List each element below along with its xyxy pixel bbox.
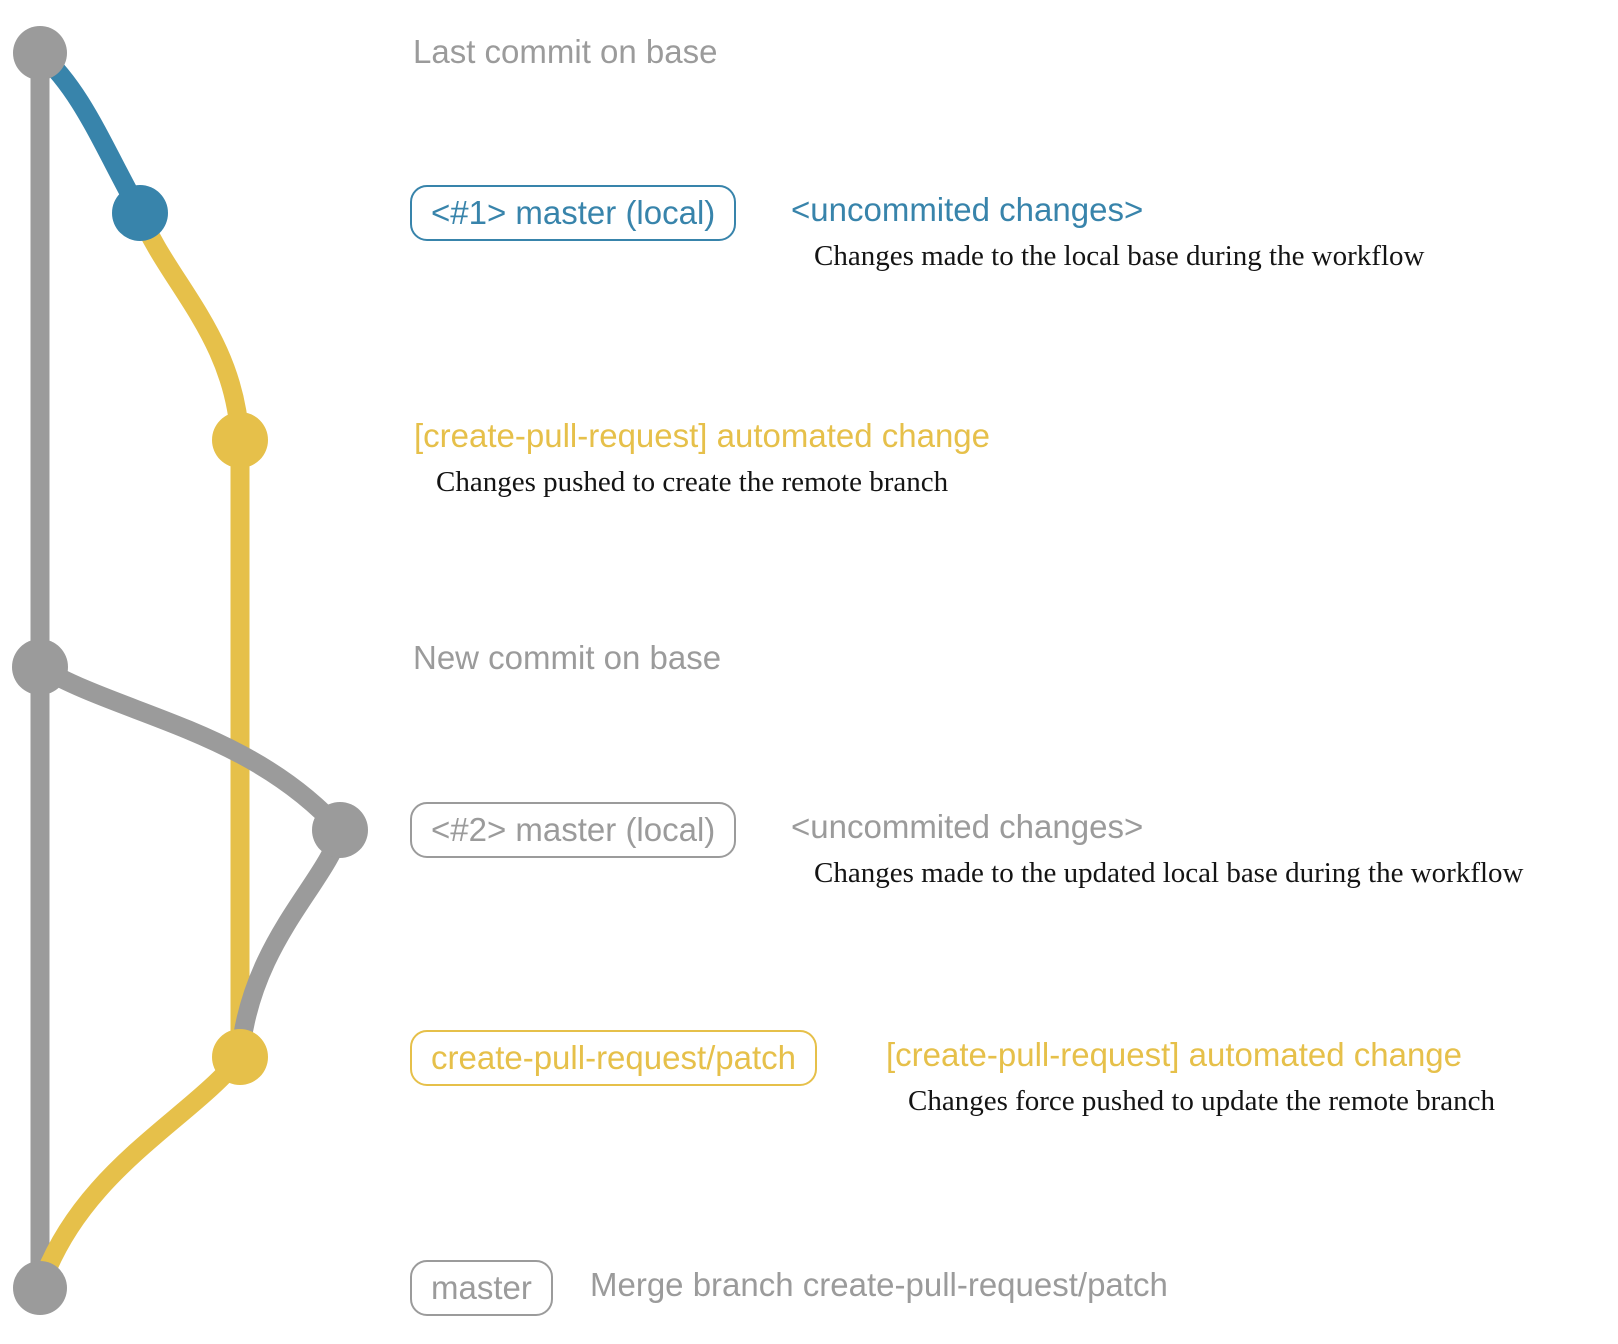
local-branch-2-return-line — [230, 827, 350, 1058]
branch-badge-master: master — [410, 1260, 553, 1316]
commit-message-uncommited-1: <uncommited changes> — [791, 191, 1144, 228]
commit-dot-new-base — [12, 639, 68, 695]
create-pull-request-branch-line — [131, 209, 250, 1057]
branch-badge-create-pull-request-patch: create-pull-request/patch — [410, 1030, 818, 1086]
branch-badge-master-local-2-label: <#2> master (local) — [431, 811, 716, 848]
branch-badge-master-local-1: <#1> master (local) — [410, 185, 737, 241]
commit-label-last-base: Last commit on base — [413, 33, 718, 70]
commit-message-cpr-1: [create-pull-request] automated change — [414, 417, 991, 454]
branch-badge-create-pull-request-patch-label: create-pull-request/patch — [431, 1039, 797, 1076]
commit-label-new-base: New commit on base — [413, 639, 722, 676]
branch-badge-master-label: master — [431, 1269, 532, 1306]
commit-note-uncommited-1: Changes made to the local base during th… — [814, 240, 1425, 272]
local-branch-1-line — [33, 46, 149, 218]
commit-dot-cpr-1 — [212, 412, 268, 468]
commit-dot-cpr-2 — [212, 1029, 268, 1085]
merge-line-create-pull-request-into-master — [31, 1051, 248, 1292]
commit-dot-merge — [13, 1261, 67, 1315]
commit-message-uncommited-2: <uncommited changes> — [791, 808, 1144, 845]
commit-message-merge: Merge branch create-pull-request/patch — [590, 1266, 1168, 1303]
commit-dot-last-base — [13, 26, 67, 80]
commit-dot-local-1 — [112, 185, 168, 241]
local-branch-2-out-line — [35, 658, 348, 837]
commit-note-cpr-1: Changes pushed to create the remote bran… — [436, 466, 949, 498]
branch-badge-master-local-1-label: <#1> master (local) — [431, 194, 716, 231]
commit-message-cpr-2: [create-pull-request] automated change — [886, 1036, 1463, 1073]
commit-dot-local-2 — [312, 802, 368, 858]
commit-note-cpr-2: Changes force pushed to update the remot… — [908, 1085, 1496, 1117]
commit-note-uncommited-2: Changes made to the updated local base d… — [814, 857, 1524, 889]
branch-badge-master-local-2: <#2> master (local) — [410, 802, 737, 858]
